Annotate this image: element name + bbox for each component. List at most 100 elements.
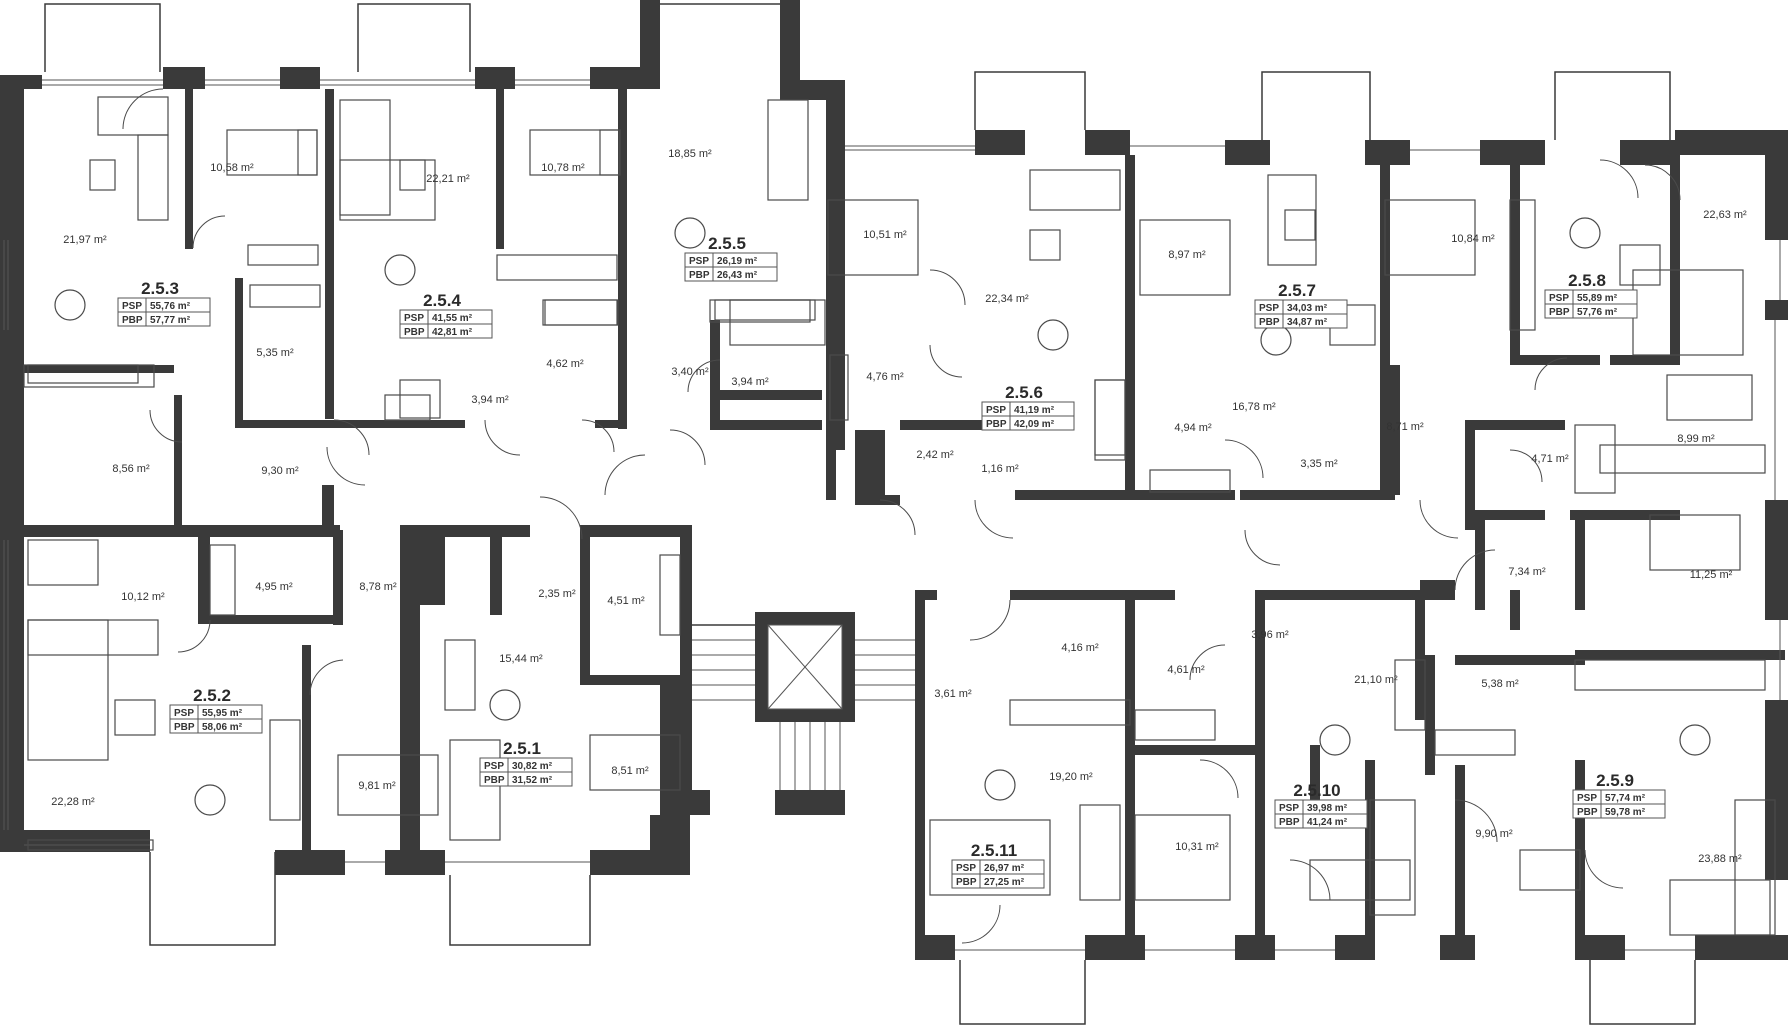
apartment-number: 2.5.4	[423, 291, 461, 310]
staircase	[692, 624, 915, 790]
room-area-label: 5,38 m²	[1481, 678, 1519, 690]
area-row-value: 42,09 m²	[1014, 419, 1055, 430]
area-row-value: 26,19 m²	[717, 256, 758, 267]
apartment-number: 2.5.10	[1293, 781, 1340, 800]
area-row-value: 41,55 m²	[432, 313, 473, 324]
area-row-label: PBP	[174, 722, 195, 733]
area-row-label: PBP	[122, 315, 143, 326]
area-row-label: PBP	[1279, 817, 1300, 828]
area-row-label: PSP	[122, 301, 142, 312]
area-row-label: PBP	[689, 270, 710, 281]
room-area-label: 3,61 m²	[934, 688, 972, 700]
room-area-label: 22,63 m²	[1703, 209, 1747, 221]
area-row-label: PSP	[1279, 803, 1299, 814]
area-row-label: PSP	[956, 863, 976, 874]
room-area-label: 3,94 m²	[471, 394, 509, 406]
walls	[0, 0, 1788, 960]
room-area-label: 22,28 m²	[51, 796, 95, 808]
room-area-label: 15,44 m²	[499, 653, 543, 665]
area-row-value: 58,06 m²	[202, 722, 243, 733]
furniture	[23, 96, 1776, 936]
room-area-label: 7,34 m²	[1508, 566, 1546, 578]
area-row-label: PBP	[956, 877, 977, 888]
apartment-number: 2.5.3	[141, 279, 179, 298]
area-row-value: 55,95 m²	[202, 708, 243, 719]
area-row-value: 55,76 m²	[150, 301, 191, 312]
area-row-value: 26,43 m²	[717, 270, 758, 281]
room-area-label: 4,61 m²	[1167, 664, 1205, 676]
room-area-label: 2,42 m²	[916, 449, 954, 461]
apartment-number: 2.5.2	[193, 686, 231, 705]
area-row-label: PSP	[404, 313, 424, 324]
room-area-label: 3,96 m²	[1251, 629, 1289, 641]
room-area-label: 8,99 m²	[1677, 433, 1715, 445]
area-row-value: 42,81 m²	[432, 327, 473, 338]
area-row-value: 55,89 m²	[1577, 293, 1618, 304]
apartment-number: 2.5.11	[971, 841, 1017, 860]
room-area-label: 10,84 m²	[1451, 233, 1495, 245]
area-row-label: PSP	[689, 256, 709, 267]
room-area-label: 3,40 m²	[671, 366, 709, 378]
room-area-label: 4,94 m²	[1174, 422, 1212, 434]
room-area-label: 18,85 m²	[668, 148, 712, 160]
area-row-label: PBP	[1577, 807, 1598, 818]
windows-and-balconies	[3, 3, 1781, 1025]
area-row-label: PSP	[1549, 293, 1569, 304]
room-area-label: 21,10 m²	[1354, 674, 1398, 686]
room-area-label: 16,78 m²	[1232, 401, 1276, 413]
room-area-label: 10,12 m²	[121, 591, 165, 603]
area-row-label: PSP	[484, 761, 504, 772]
area-row-value: 41,19 m²	[1014, 405, 1055, 416]
area-row-label: PSP	[1259, 303, 1279, 314]
room-area-label: 8,51 m²	[611, 765, 649, 777]
room-area-label: 3,94 m²	[731, 376, 769, 388]
room-area-label: 4,76 m²	[866, 371, 904, 383]
room-area-label: 10,58 m²	[210, 162, 254, 174]
area-row-label: PSP	[174, 708, 194, 719]
area-row-value: 59,78 m²	[1605, 807, 1646, 818]
room-area-label: 5,35 m²	[256, 347, 294, 359]
room-area-label: 3,35 m²	[1300, 458, 1338, 470]
area-row-value: 27,25 m²	[984, 877, 1025, 888]
room-area-label: 22,21 m²	[426, 173, 470, 185]
room-area-label: 21,97 m²	[63, 234, 107, 246]
room-area-label: 10,78 m²	[541, 162, 585, 174]
area-row-label: PBP	[1549, 307, 1570, 318]
room-area-label: 23,88 m²	[1698, 853, 1742, 865]
apartment-number: 2.5.5	[708, 234, 746, 253]
room-area-label: 8,78 m²	[359, 581, 397, 593]
apartment-number: 2.5.7	[1278, 281, 1316, 300]
room-area-label: 19,20 m²	[1049, 771, 1093, 783]
room-area-label: 9,81 m²	[358, 780, 396, 792]
area-row-value: 57,74 m²	[1605, 793, 1646, 804]
room-area-label: 11,25 m²	[1690, 569, 1733, 581]
room-area-label: 4,95 m²	[255, 581, 293, 593]
room-area-label: 9,30 m²	[261, 465, 299, 477]
room-area-label: 22,34 m²	[985, 293, 1029, 305]
area-row-value: 57,77 m²	[150, 315, 191, 326]
room-area-label: 4,51 m²	[607, 595, 645, 607]
area-row-label: PBP	[484, 775, 505, 786]
room-area-label: 8,71 m²	[1386, 421, 1424, 433]
room-area-label: 4,71 m²	[1531, 453, 1569, 465]
area-row-label: PBP	[1259, 317, 1280, 328]
area-row-value: 57,76 m²	[1577, 307, 1618, 318]
area-row-value: 34,87 m²	[1287, 317, 1328, 328]
room-area-label: 8,97 m²	[1168, 249, 1206, 261]
room-area-label: 10,51 m²	[863, 229, 907, 241]
room-area-label: 4,62 m²	[546, 358, 584, 370]
area-row-label: PBP	[404, 327, 425, 338]
room-area-label: 9,90 m²	[1475, 828, 1513, 840]
area-row-value: 34,03 m²	[1287, 303, 1328, 314]
